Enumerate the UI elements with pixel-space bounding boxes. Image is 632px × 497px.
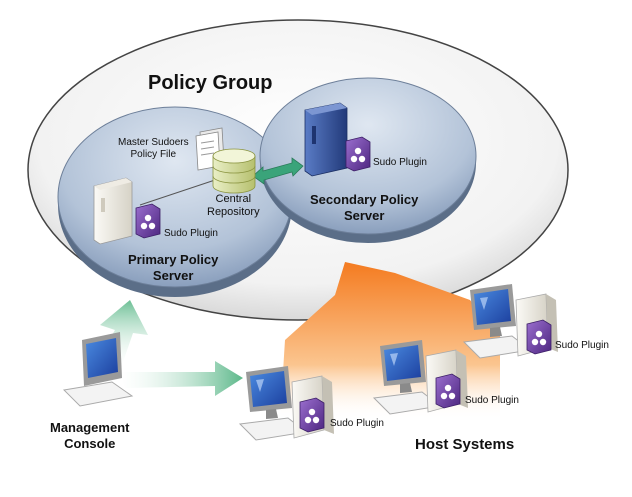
host2-plugin-label: Sudo Plugin xyxy=(465,395,519,406)
plugin-icon xyxy=(526,319,552,355)
tower-server-icon xyxy=(304,102,348,177)
primary-plugin-label: Sudo Plugin xyxy=(164,228,218,239)
plugin-icon xyxy=(435,373,461,409)
tower-server-icon xyxy=(93,177,133,245)
host1-plugin-label: Sudo Plugin xyxy=(330,418,384,429)
secondary-server-label: Secondary Policy Server xyxy=(310,192,419,223)
secondary-plugin-label: Sudo Plugin xyxy=(373,157,427,168)
plugin-icon xyxy=(345,136,371,172)
sync-arrow xyxy=(252,157,304,185)
desktop-computer-icon xyxy=(62,332,134,407)
policy-group-title: Policy Group xyxy=(148,72,273,94)
central-repository-label: Central Repository xyxy=(207,193,260,218)
sudoers-file-label: Master Sudoers Policy File xyxy=(118,137,189,160)
green-arrow-right xyxy=(120,361,243,396)
host3-plugin-label: Sudo Plugin xyxy=(555,340,609,351)
plugin-icon xyxy=(135,203,161,239)
primary-server-label: Primary Policy Server xyxy=(128,252,219,283)
management-console-label: Management Console xyxy=(50,420,130,451)
plugin-icon xyxy=(299,397,325,433)
host-systems-label: Host Systems xyxy=(415,436,515,453)
database-icon xyxy=(212,148,256,194)
